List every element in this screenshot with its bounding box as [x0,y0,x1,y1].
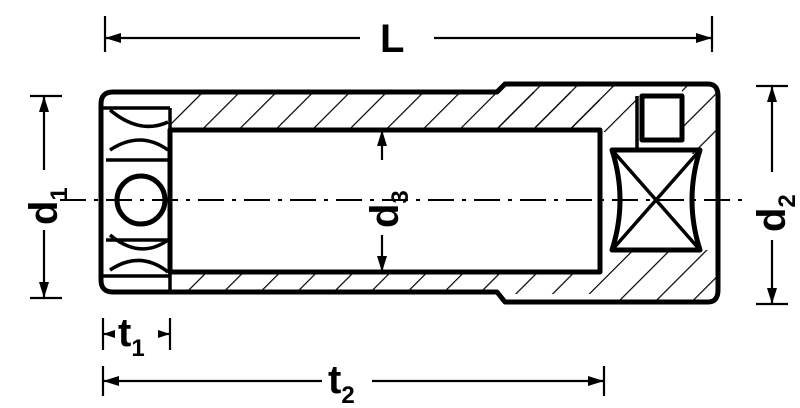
label-t2: t2 [328,358,355,408]
square-drive-end [609,93,703,253]
socket-body-outline [98,81,721,305]
label-d1: d1 [22,187,73,225]
dimension-d2 [756,84,788,306]
dimension-t2 [101,366,606,396]
dimension-d1 [30,94,62,300]
label-d3: d3 [363,190,414,228]
label-L: L [380,17,404,61]
label-d2: d2 [750,194,800,232]
dimension-t1 [101,318,172,350]
dimension-d3 [377,130,387,272]
hex-end-detail [101,106,170,278]
section-hatching [170,84,718,302]
label-t1: t1 [118,311,145,362]
dimension-L [103,16,714,52]
